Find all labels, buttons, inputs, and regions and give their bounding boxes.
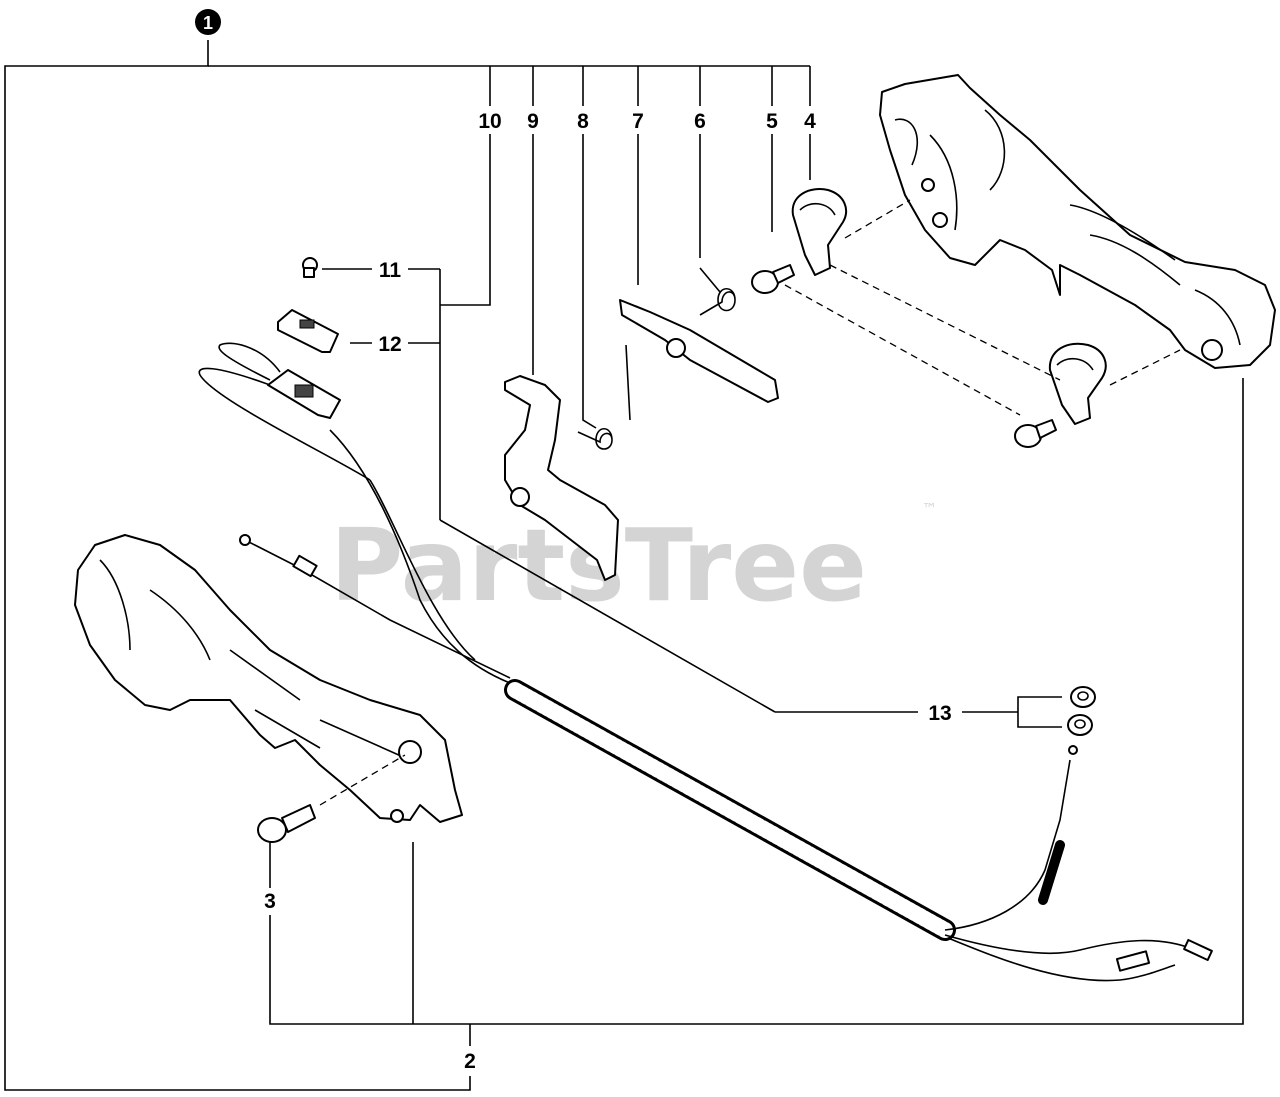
assembly-number: 1 (203, 13, 213, 33)
callout-labels: 10 9 8 7 6 5 4 11 12 13 3 2 (264, 110, 952, 1073)
screw-11 (302, 257, 318, 278)
spring-8 (577, 344, 631, 450)
trigger-lever (504, 375, 619, 581)
watermark: PartsTree ™ (330, 500, 937, 624)
callout-5: 5 (766, 110, 778, 133)
screw-lower (1014, 419, 1057, 448)
callout-3: 3 (264, 890, 276, 913)
watermark-trademark: ™ (922, 500, 937, 518)
callout-4: 4 (804, 110, 816, 133)
callout-8: 8 (577, 110, 589, 133)
callout-6: 6 (694, 110, 706, 133)
screw-3 (257, 754, 406, 843)
callout-12: 12 (378, 333, 401, 356)
throttle-lever (619, 299, 779, 403)
nut-lower (1067, 714, 1093, 736)
callout-2: 2 (464, 1050, 476, 1073)
callout-9: 9 (527, 110, 539, 133)
plate-12 (277, 309, 339, 353)
leader-lines (4, 40, 1244, 1091)
screw-upper (751, 264, 795, 294)
cable-tube (504, 679, 1213, 982)
stop-switch (198, 342, 371, 481)
spring-6 (699, 267, 736, 316)
clamp-upper (791, 188, 847, 276)
handle-half-right (879, 74, 1276, 369)
handle-half-left (74, 534, 463, 823)
clamp-lower (1048, 342, 1107, 425)
wire-harness (239, 429, 516, 686)
assembly-marker: 1 (195, 9, 221, 35)
callout-7: 7 (632, 110, 644, 133)
callout-10: 10 (478, 110, 501, 133)
callout-13: 13 (928, 702, 951, 725)
nut-upper (1070, 686, 1096, 708)
clamp-dashes (784, 199, 1181, 416)
callout-11: 11 (379, 259, 402, 282)
